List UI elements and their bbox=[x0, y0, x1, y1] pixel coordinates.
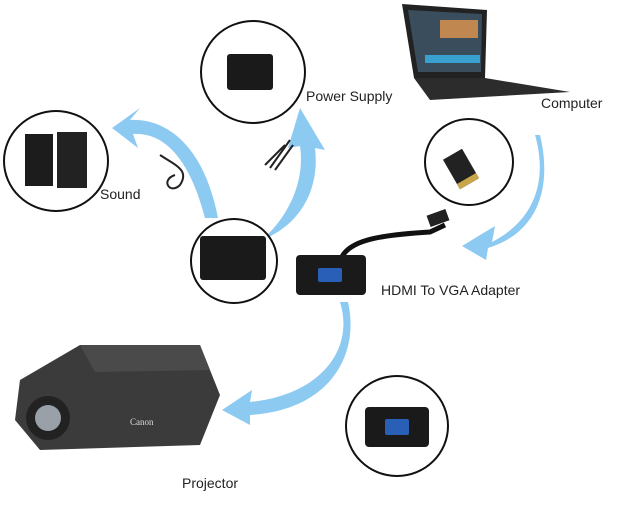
label-computer: Computer bbox=[541, 95, 603, 111]
adapter-side-ports-icon bbox=[200, 236, 266, 280]
label-projector: Projector bbox=[182, 475, 239, 491]
hdmi-vga-adapter-image bbox=[296, 255, 366, 295]
hdmi-plug-circle bbox=[424, 118, 514, 206]
vga-port-circle bbox=[345, 375, 449, 477]
svg-text:Canon: Canon bbox=[130, 417, 154, 427]
power-supply-circle bbox=[200, 20, 306, 124]
laptop-image bbox=[402, 4, 570, 100]
audio-cable bbox=[159, 154, 185, 190]
sound-circle bbox=[3, 110, 109, 212]
usb-cable bbox=[264, 139, 294, 171]
hdmi-cable bbox=[337, 222, 447, 263]
projector-image: Canon bbox=[15, 345, 220, 450]
speaker-icon bbox=[57, 132, 87, 188]
arrow-to-projector bbox=[222, 302, 351, 425]
label-sound: Sound bbox=[100, 186, 141, 202]
label-power-supply: Power Supply bbox=[306, 88, 393, 104]
power-adapter-icon bbox=[227, 54, 273, 90]
vga-connector-icon bbox=[365, 407, 429, 447]
speaker-icon bbox=[25, 134, 53, 186]
adapter-ports-circle bbox=[190, 218, 278, 304]
arrow-from-computer bbox=[462, 135, 545, 260]
label-hdmi-to-vga-adapter: HDMI To VGA Adapter bbox=[381, 282, 521, 298]
hdmi-plug bbox=[426, 208, 450, 228]
hdmi-connector-icon bbox=[442, 148, 480, 190]
arrow-to-sound bbox=[112, 108, 218, 218]
arrow-to-power bbox=[262, 108, 325, 240]
